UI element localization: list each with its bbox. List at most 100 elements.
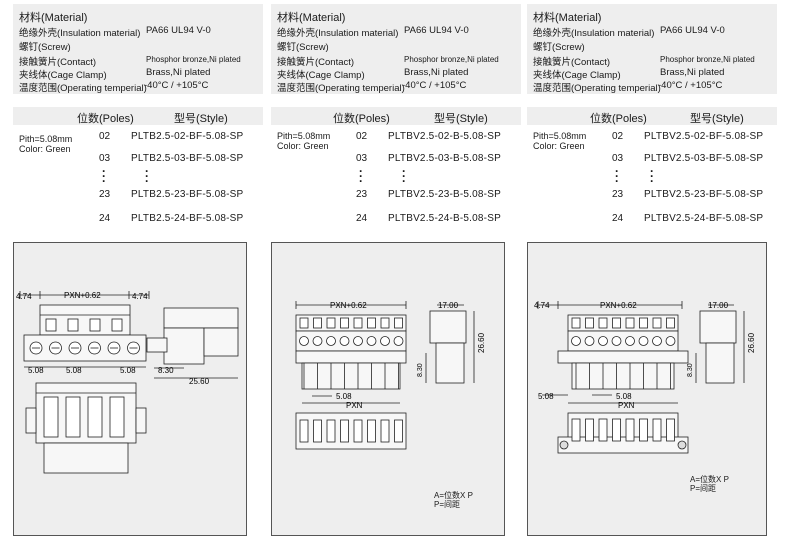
socket-cell — [299, 419, 309, 443]
dim-label: PXN — [346, 401, 363, 410]
material-value: Phosphor bronze,Ni plated — [660, 55, 755, 64]
wire-entry — [652, 336, 662, 346]
dim-label: 26.60 — [477, 332, 486, 353]
contact-slot — [87, 396, 103, 438]
material-box: 材料(Material) 绝缘外壳(Insulation material) P… — [271, 4, 521, 94]
poles-header: 位数(Poles) — [77, 113, 134, 125]
material-label: 接触簧片(Contact) — [19, 57, 97, 68]
poles-header: 位数(Poles) — [333, 113, 390, 125]
dim-label: 17.00 — [438, 301, 459, 310]
style-cell: PLTB2.5-24-BF-5.08-SP — [131, 213, 244, 224]
dim-label: 8.30 — [687, 363, 694, 377]
dim-label: PXN+0.62 — [64, 291, 101, 300]
ellipsis-dots: ··· — [102, 164, 106, 188]
poles-cell: 24 — [612, 213, 624, 224]
table-header: 位数(Poles) 型号(Style) — [271, 107, 521, 125]
socket-cell — [340, 419, 349, 443]
wire-opening — [67, 318, 79, 332]
style-header: 型号(Style) — [174, 113, 228, 125]
release-tab — [313, 317, 322, 329]
material-value: -40°C / +105°C — [144, 80, 209, 91]
dim-label: 5.08 — [66, 366, 82, 375]
wire-opening — [111, 318, 123, 332]
release-tab — [367, 317, 376, 329]
dim-label: 17.00 — [708, 301, 729, 310]
poles-cell: 02 — [612, 131, 624, 142]
release-tab — [598, 317, 608, 329]
material-value: Phosphor bronze,Ni plated — [146, 55, 241, 64]
style-cell: PLTBV2.5-24-BF-5.08-SP — [644, 213, 764, 224]
material-box: 材料(Material) 绝缘外壳(Insulation material) P… — [13, 4, 263, 94]
style-cell: PLTB2.5-23-BF-5.08-SP — [131, 189, 244, 200]
contact-slot — [109, 396, 125, 438]
material-label: 温度范围(Operating temperial) — [533, 83, 661, 94]
dim-label: 8.30 — [158, 366, 174, 375]
release-tab — [612, 317, 621, 329]
contact-slot — [43, 396, 59, 438]
ellipsis-dots: ··· — [650, 164, 654, 188]
product-column-3: 材料(Material) 绝缘外壳(Insulation material) P… — [527, 0, 777, 541]
technical-drawing-1: 4.74 PXN+0.62 4.74 5.08 5.08 5.08 8.30 2… — [13, 242, 247, 536]
material-value: Phosphor bronze,Ni plated — [404, 55, 499, 64]
dim-label: 4.74 — [16, 292, 32, 301]
legend-line: P=间距 — [690, 484, 717, 493]
material-label: 夹线体(Cage Clamp) — [533, 70, 621, 81]
release-tab — [571, 317, 581, 329]
socket-cell — [326, 419, 336, 443]
release-tab — [394, 317, 403, 329]
dim-label: 5.08 — [616, 392, 632, 401]
release-tab — [585, 317, 594, 329]
style-cell: PLTB2.5-02-BF-5.08-SP — [131, 131, 244, 142]
socket-cell — [598, 418, 608, 442]
socket-cell — [585, 418, 594, 442]
dim-label: 4.74 — [534, 301, 550, 310]
color-label: Color: Green — [277, 141, 329, 151]
material-title: 材料(Material) — [277, 12, 346, 24]
dim-label: PXN+0.62 — [330, 301, 367, 310]
dim-label: 5.08 — [28, 366, 44, 375]
material-label: 接触簧片(Contact) — [533, 57, 611, 68]
ellipsis-dots: ··· — [145, 164, 149, 188]
wire-entry — [584, 336, 595, 346]
table-header: 位数(Poles) 型号(Style) — [527, 107, 777, 125]
ellipsis-dots: ··· — [615, 164, 619, 188]
poles-cell: 24 — [99, 213, 111, 224]
wire-entry — [326, 336, 336, 346]
poles-cell: 23 — [612, 189, 624, 200]
wire-entry — [638, 336, 649, 346]
style-header: 型号(Style) — [434, 113, 488, 125]
material-title: 材料(Material) — [533, 12, 602, 24]
technical-drawing-3: 4.74 PXN+0.62 17.00 26.60 8.30 5.08 5.08… — [527, 242, 767, 536]
material-label: 绝缘外壳(Insulation material) — [277, 28, 399, 39]
style-cell: PLTBV2.5-24-B-5.08-SP — [388, 213, 501, 224]
pitch-label: Pith=5.08mm — [19, 134, 73, 144]
release-tab — [666, 317, 675, 329]
poles-cell: 24 — [356, 213, 368, 224]
style-cell: PLTB2.5-03-BF-5.08-SP — [131, 153, 244, 164]
wire-opening — [89, 318, 101, 332]
material-label: 夹线体(Cage Clamp) — [277, 70, 365, 81]
material-value: PA66 UL94 V-0 — [146, 25, 211, 36]
release-tab — [326, 317, 336, 329]
pitch-label: Pith=5.08mm — [277, 131, 331, 141]
socket-cell — [639, 418, 648, 442]
material-title: 材料(Material) — [19, 12, 88, 24]
material-label: 夹线体(Cage Clamp) — [19, 70, 107, 81]
drawing-svg: 4.74 PXN+0.62 4.74 5.08 5.08 5.08 8.30 2… — [16, 291, 239, 474]
table-header: 位数(Poles) 型号(Style) — [13, 107, 263, 125]
wire-opening — [45, 318, 57, 332]
socket-cell — [625, 418, 635, 442]
socket-cell — [394, 419, 403, 443]
style-cell: PLTBV2.5-02-BF-5.08-SP — [644, 131, 764, 142]
ellipsis-dots: ··· — [359, 164, 363, 188]
wire-entry — [625, 336, 635, 346]
contact-slot — [65, 396, 81, 438]
socket-cell — [652, 418, 662, 442]
material-box: 材料(Material) 绝缘外壳(Insulation material) P… — [527, 4, 777, 94]
ellipsis-dots: ··· — [402, 164, 406, 188]
material-value: PA66 UL94 V-0 — [660, 25, 725, 36]
material-value: Brass,Ni plated — [404, 67, 469, 78]
style-cell: PLTBV2.5-23-BF-5.08-SP — [644, 189, 764, 200]
release-tab — [299, 317, 309, 329]
socket-cell — [666, 418, 675, 442]
